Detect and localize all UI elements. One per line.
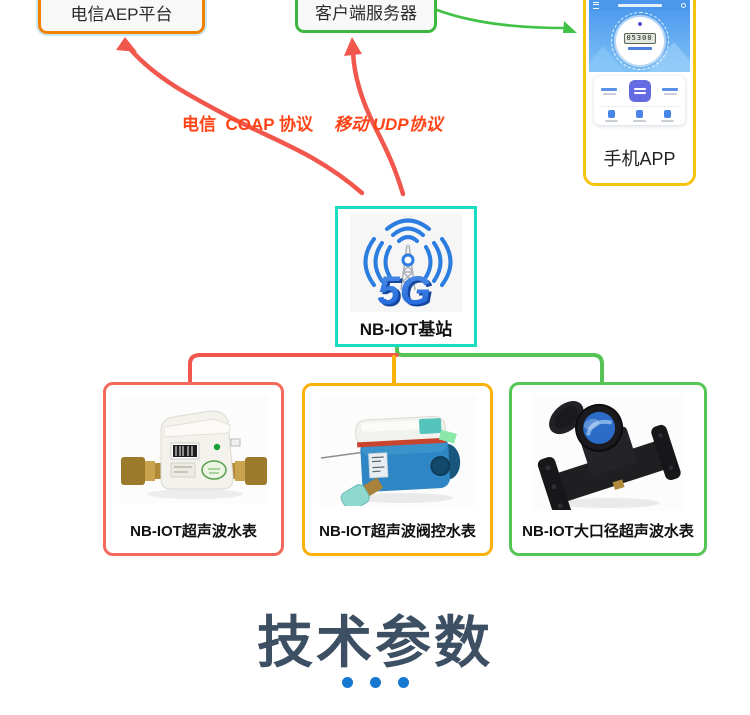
gauge-subtext-placeholder (627, 47, 652, 50)
base-station-label: NB-IOT基站 (359, 320, 453, 339)
product-label-1: NB-IOT超声波水表 (130, 523, 257, 540)
section-title: 技术参数 (257, 611, 493, 674)
product-card-ultrasonic-meter: NB-IOT超声波水表 (103, 382, 284, 556)
app-action-row (598, 80, 681, 102)
app-screenshot: 05300 (589, 0, 690, 130)
app-header (589, 0, 690, 10)
water-meter-gauge: 05300 (610, 12, 669, 70)
phone-arrowhead-icon (563, 21, 577, 33)
valve-meter-image (318, 396, 477, 506)
telecom-aep-platform-label: 电信AEP平台 (70, 5, 173, 24)
mobile-app-card: 05300 (583, 0, 696, 186)
action-right (662, 87, 678, 95)
recharge-button (628, 80, 651, 102)
server-arrowhead-icon (344, 37, 362, 56)
nb-iot-base-station-box: 5G 5G NB-IOT基站 (335, 206, 477, 347)
telecom-aep-platform-box: 电信AEP平台 (38, 0, 205, 34)
mobile-app-label: 手机APP (603, 149, 676, 169)
pager-dot (341, 677, 353, 688)
action-left (601, 87, 617, 95)
app-action-card (594, 76, 685, 125)
large-caliber-meter-image (533, 395, 683, 510)
pager-dot (397, 677, 409, 688)
mobile-udp-protocol-label: 移动 UDP协议 (334, 115, 443, 134)
pager-dot (369, 677, 381, 688)
feature-2 (632, 110, 646, 122)
app-feature-icons (598, 106, 681, 122)
product-label-2: NB-IOT超声波阀控水表 (319, 523, 476, 540)
feature-3 (660, 110, 674, 122)
product-card-valve-meter: NB-IOT超声波阀控水表 (302, 383, 493, 556)
client-server-box: 客户端服务器 (295, 0, 437, 33)
tower-5g-text: 5G (378, 269, 431, 312)
refresh-icon (681, 2, 686, 8)
5g-tower-image: 5G 5G (350, 214, 462, 315)
meter-reading-display: 05300 (623, 33, 656, 44)
app-hero-banner: 05300 (589, 10, 690, 72)
product-label-3: NB-IOT大口径超声波水表 (522, 523, 694, 540)
telecom-coap-protocol-label: 电信 COAP 协议 (182, 115, 313, 134)
telecom-arrowhead-icon (116, 37, 137, 52)
5g-tower-icon: 5G 5G (363, 218, 453, 315)
pager-dots (0, 677, 750, 688)
ultrasonic-meter-image (118, 395, 269, 503)
client-server-label: 客户端服务器 (315, 4, 417, 23)
gauge-dot (637, 22, 642, 26)
connector-red (188, 353, 399, 386)
product-card-large-caliber-meter: NB-IOT大口径超声波水表 (509, 382, 707, 556)
gauge-ticks (610, 12, 669, 70)
app-title-placeholder (618, 3, 662, 7)
connector-green (395, 342, 604, 386)
feature-1 (605, 110, 619, 122)
svg-text:5G: 5G (380, 271, 433, 312)
hamburger-menu-icon (593, 1, 599, 9)
phone-arrow (435, 8, 567, 30)
